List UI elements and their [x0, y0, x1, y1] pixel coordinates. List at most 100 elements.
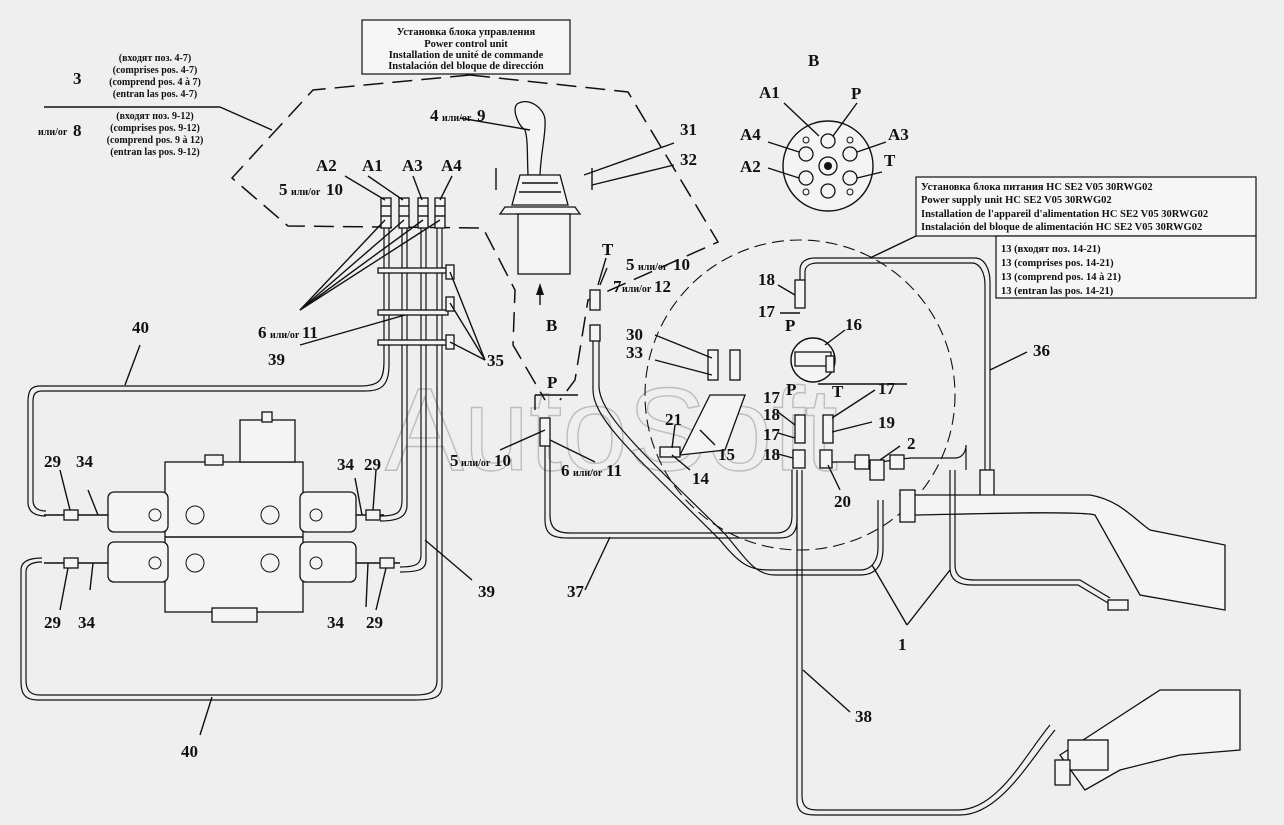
- callout-6b-or: или/or: [573, 468, 603, 479]
- power-supply-unit: [659, 257, 995, 499]
- callout-4-or: или/or: [442, 113, 472, 124]
- callout-p-lower: P: [786, 380, 796, 399]
- callout-18a: 18: [758, 270, 775, 289]
- callout-39b: 39: [478, 582, 495, 601]
- callout-21: 21: [665, 410, 682, 429]
- view-b-title: B: [808, 51, 819, 70]
- callout-11b: 11: [606, 461, 622, 480]
- top-title-box: Установка блока управления Power control…: [361, 19, 571, 75]
- group-8-line-3: (comprend pos. 9 à 12): [107, 135, 204, 146]
- view-b-port-a3: A3: [888, 125, 909, 144]
- right-sub-line-2: 13 (comprises pos. 14-21): [1001, 258, 1114, 269]
- right-title-box: Установка блока питания HC SE2 V05 30RWG…: [915, 176, 1257, 299]
- callout-12: 12: [654, 277, 671, 296]
- group-8-prefix: или/or: [38, 127, 68, 138]
- right-box-line-3: Installation de l'appareil d'alimentatio…: [921, 209, 1208, 220]
- callout-29a: 29: [44, 452, 61, 471]
- right-sub-line-1: 13 (входят поз. 14-21): [1001, 244, 1101, 255]
- callout-10b: 10: [673, 255, 690, 274]
- group-3-line-4: (entran las pos. 4-7): [113, 89, 197, 100]
- view-b-port-a4: A4: [740, 125, 761, 144]
- callout-35: 35: [487, 351, 504, 370]
- callout-5a: 5: [279, 180, 288, 199]
- view-b-port-t: T: [884, 151, 896, 170]
- leader-lines: [59, 117, 1028, 736]
- callout-15: 15: [718, 445, 735, 464]
- group-8-line-4: (entran las pos. 9-12): [110, 147, 199, 158]
- callout-7-or: или/or: [622, 284, 652, 295]
- joystick-control-unit: [495, 101, 593, 305]
- right-sub-line-4: 13 (entran las pos. 14-21): [1001, 286, 1114, 297]
- callout-6a: 6: [258, 323, 267, 342]
- view-b-port-a1: A1: [759, 83, 780, 102]
- callout-t-lower: T: [832, 382, 844, 401]
- callout-37: 37: [567, 582, 585, 601]
- callout-33: 33: [626, 343, 643, 362]
- callout-18c: 18: [763, 445, 780, 464]
- callout-5c-or: или/or: [461, 458, 491, 469]
- group-3-line-3: (comprend pos. 4 à 7): [109, 77, 201, 88]
- callout-29c: 29: [44, 613, 61, 632]
- callout-34a: 34: [76, 452, 94, 471]
- callout-1: 1: [898, 635, 907, 654]
- callout-19: 19: [878, 413, 895, 432]
- port-label-a2: A2: [316, 156, 337, 175]
- callout-34c: 34: [78, 613, 96, 632]
- port-label-a1: A1: [362, 156, 383, 175]
- group-8-line-1: (входят поз. 9-12): [116, 111, 193, 122]
- group-3-line-1: (входят поз. 4-7): [119, 53, 191, 64]
- callout-17b: 17: [763, 388, 781, 407]
- top-box-line-4: Instalación del bloque de dirección: [388, 61, 544, 72]
- port-label-a3: A3: [402, 156, 423, 175]
- callout-17d: 17: [763, 425, 781, 444]
- callout-34b: 34: [337, 455, 355, 474]
- callout-30: 30: [626, 325, 643, 344]
- callout-p-center: P: [547, 373, 557, 392]
- group-8-number: 8: [73, 121, 82, 140]
- callout-34d: 34: [327, 613, 345, 632]
- callout-11a: 11: [302, 323, 318, 342]
- callout-5c: 5: [450, 451, 459, 470]
- view-b-port-a2: A2: [740, 157, 761, 176]
- control-unit-dashed-outline-right: [469, 74, 720, 401]
- callout-10a: 10: [326, 180, 343, 199]
- callout-9: 9: [477, 106, 486, 125]
- group-3-number: 3: [73, 69, 82, 88]
- left-group-labels: 3 (входят поз. 4-7) (comprises pos. 4-7)…: [38, 53, 273, 158]
- port-label-a4: A4: [441, 156, 462, 175]
- right-box-line-2: Power supply unit HC SE2 V05 30RWG02: [921, 195, 1112, 206]
- callout-38: 38: [855, 707, 872, 726]
- callout-5b-or: или/or: [638, 262, 668, 273]
- callout-40a: 40: [132, 318, 149, 337]
- group-3-line-2: (comprises pos. 4-7): [113, 65, 198, 76]
- callout-b-arrow: B: [546, 316, 557, 335]
- port-fittings: [344, 175, 453, 229]
- callout-t-top: T: [602, 240, 614, 259]
- callout-18b: 18: [763, 405, 780, 424]
- cylinder-upper-right: [898, 470, 1226, 611]
- group-8-line-2: (comprises pos. 9-12): [110, 123, 200, 134]
- watermark: AutoSoft: [385, 364, 838, 496]
- main-valve-block: [44, 411, 400, 623]
- callout-10c: 10: [494, 451, 511, 470]
- callout-p-upper: P: [785, 316, 795, 335]
- callout-5a-or: или/or: [291, 187, 321, 198]
- callout-5b: 5: [626, 255, 635, 274]
- callout-labels: A2 A1 A3 A4 5 или/or 10 4 или/or 9 31 32…: [44, 106, 1050, 761]
- callout-6a-or: или/or: [270, 330, 300, 341]
- callout-17c: 17: [878, 379, 896, 398]
- cylinder-lower-right: [1054, 689, 1241, 791]
- callout-4: 4: [430, 106, 439, 125]
- callout-39a: 39: [268, 350, 285, 369]
- top-box-line-3: Installation de unité de commande: [389, 50, 544, 61]
- power-unit-dashed-circle: [644, 239, 956, 551]
- view-b-detail: B A1 P A4 A3 A2 T: [740, 51, 909, 212]
- callout-40b: 40: [181, 742, 198, 761]
- callout-17a: 17: [758, 302, 776, 321]
- top-box-line-2: Power control unit: [424, 39, 508, 50]
- callout-14: 14: [692, 469, 710, 488]
- right-box-line-4: Instalación del bloque de alimentación H…: [921, 222, 1202, 233]
- callout-7: 7: [613, 277, 622, 296]
